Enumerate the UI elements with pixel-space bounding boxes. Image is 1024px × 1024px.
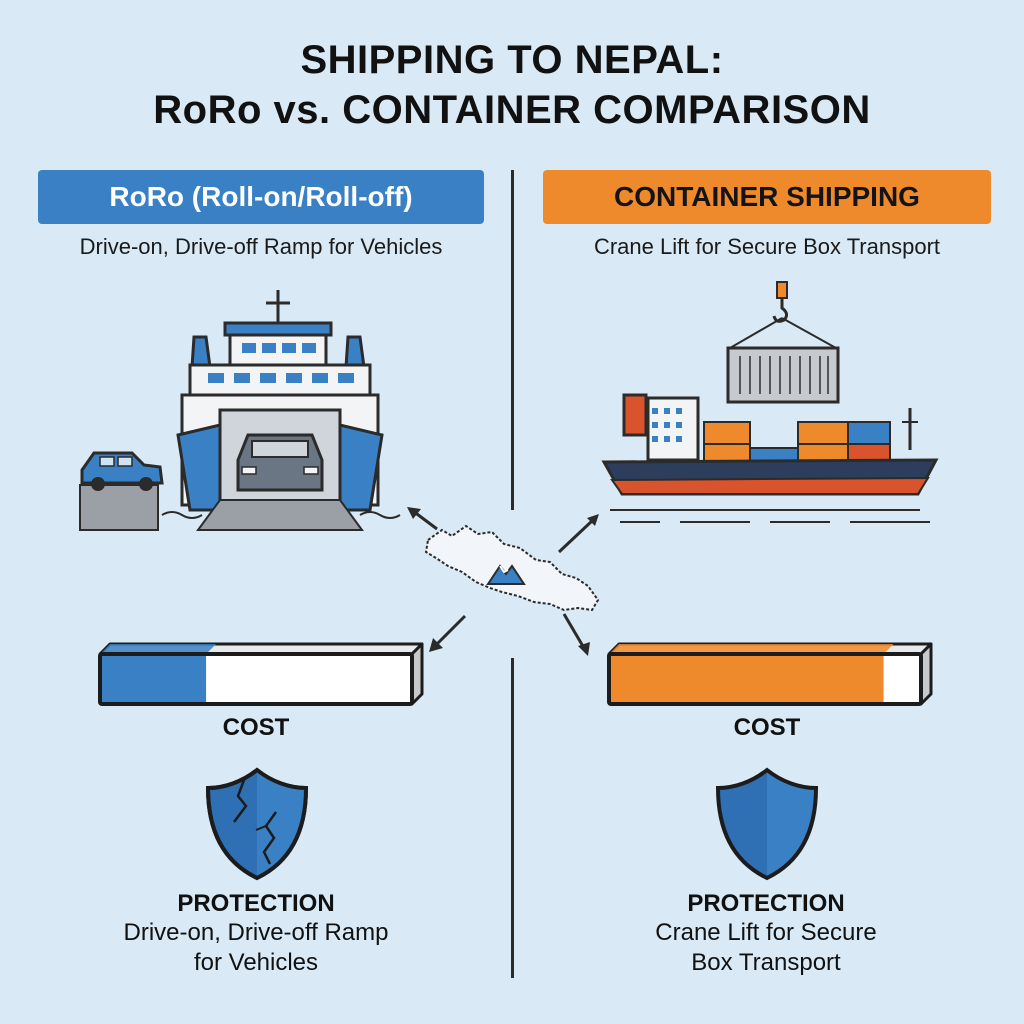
roro-cost-bar-fill	[100, 654, 207, 704]
container-cost-bar	[607, 642, 933, 706]
roro-cost-bar	[98, 642, 424, 706]
page-title-line-1: SHIPPING TO NEPAL:	[300, 38, 724, 82]
container-cost-bar-fill-top	[609, 644, 894, 654]
shield-icon	[715, 767, 819, 881]
container-protection-line-2: Box Transport	[691, 949, 841, 976]
arrow-to-roro	[407, 507, 438, 531]
page-title-line-2: RoRo vs. CONTAINER COMPARISON	[153, 88, 871, 132]
roro-ferry-icon	[79, 290, 401, 531]
container-cost-bar-fill	[609, 654, 884, 704]
container-cost-bar-outline	[607, 652, 923, 706]
roro-header: RoRo (Roll-on/Roll-off)	[38, 170, 484, 224]
roro-protection-line-2: for Vehicles	[193, 949, 319, 976]
container-header: CONTAINER SHIPPING	[543, 170, 991, 224]
center-divider-bottom	[511, 658, 514, 978]
roro-subtitle: Drive-on, Drive-off Ramp for Vehicles	[79, 234, 443, 259]
roro-protection-line-1: Drive-on, Drive-off Ramp	[123, 919, 389, 946]
container-ship-icon	[601, 281, 939, 523]
center-divider-top	[511, 170, 514, 510]
container-cost-label: COST	[733, 714, 801, 741]
roro-protection-label: PROTECTION	[177, 890, 335, 917]
container-protection-label: PROTECTION	[687, 890, 845, 917]
arrow-to-container-cost	[562, 613, 590, 656]
roro-cost-label: COST	[222, 714, 290, 741]
arrow-to-roro-cost	[429, 614, 467, 652]
nepal-map-icon	[424, 524, 600, 612]
roro-cost-bar-fill-top	[100, 644, 217, 654]
cracked-shield-icon	[205, 767, 309, 881]
roro-cost-bar-outline	[98, 652, 414, 706]
container-subtitle: Crane Lift for Secure Box Transport	[593, 234, 941, 259]
arrow-to-container	[557, 514, 599, 554]
container-protection-line-1: Crane Lift for Secure	[655, 919, 877, 946]
